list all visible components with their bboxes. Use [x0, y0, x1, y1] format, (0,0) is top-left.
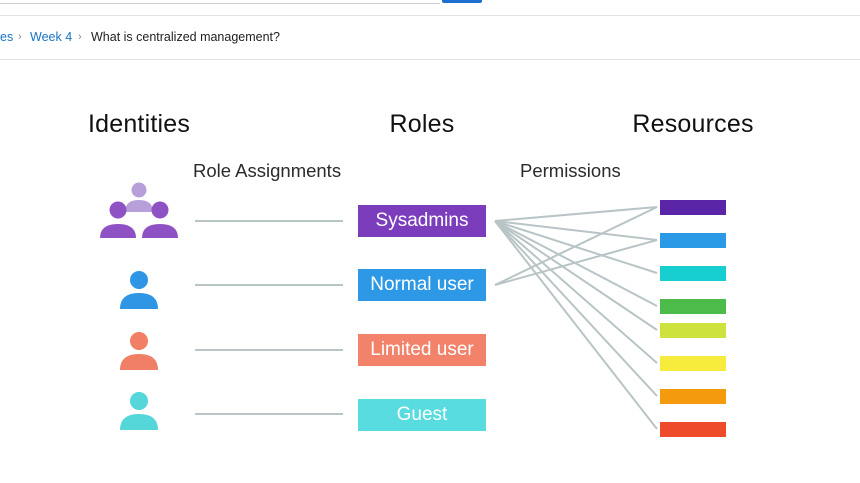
- rbac-diagram: Identities Roles Resources Role Assignme…: [0, 60, 860, 483]
- connector-line: [494, 206, 658, 286]
- connector-lines: [195, 206, 658, 430]
- connector-line: [494, 220, 658, 397]
- permissions-label: Permissions: [520, 160, 621, 181]
- breadcrumb-current-page: What is centralized management?: [91, 30, 280, 44]
- connector-line: [494, 220, 658, 430]
- breadcrumb-link-courses[interactable]: es: [0, 30, 14, 44]
- breadcrumb-link-week[interactable]: Week 4: [30, 30, 73, 44]
- group-icon: [100, 182, 178, 238]
- search-button[interactable]: [442, 0, 482, 3]
- identities-title: Identities: [87, 110, 191, 138]
- person-icon: [120, 392, 158, 430]
- chevron-right-icon: ›: [78, 31, 82, 43]
- person-icon: [120, 271, 158, 309]
- person-icon: [120, 332, 158, 370]
- role-box-guest: Guest: [358, 399, 486, 431]
- top-bar: [0, 0, 860, 16]
- role-box-sysadmins: Sysadmins: [358, 205, 486, 237]
- resource-bar: [660, 422, 726, 437]
- resource-bar: [660, 323, 726, 338]
- breadcrumb: es › Week 4 › What is centralized manage…: [0, 16, 860, 60]
- resources-title: Resources: [632, 110, 754, 138]
- role-assignments-label: Role Assignments: [193, 160, 342, 181]
- resource-bar: [660, 389, 726, 404]
- roles-title: Roles: [389, 110, 455, 138]
- role-box-normal-user: Normal user: [358, 269, 486, 301]
- connector-line: [494, 220, 658, 331]
- connector-line: [494, 239, 658, 286]
- resource-bar: [660, 233, 726, 248]
- resource-bar: [660, 266, 726, 281]
- chevron-right-icon: ›: [18, 31, 22, 43]
- connector-line: [494, 206, 658, 222]
- connector-line: [494, 220, 658, 364]
- connector-line: [494, 220, 658, 241]
- search-input[interactable]: [0, 0, 440, 4]
- resource-bar: [660, 299, 726, 314]
- resource-bar: [660, 200, 726, 215]
- resource-bar: [660, 356, 726, 371]
- role-box-limited-user: Limited user: [358, 334, 486, 366]
